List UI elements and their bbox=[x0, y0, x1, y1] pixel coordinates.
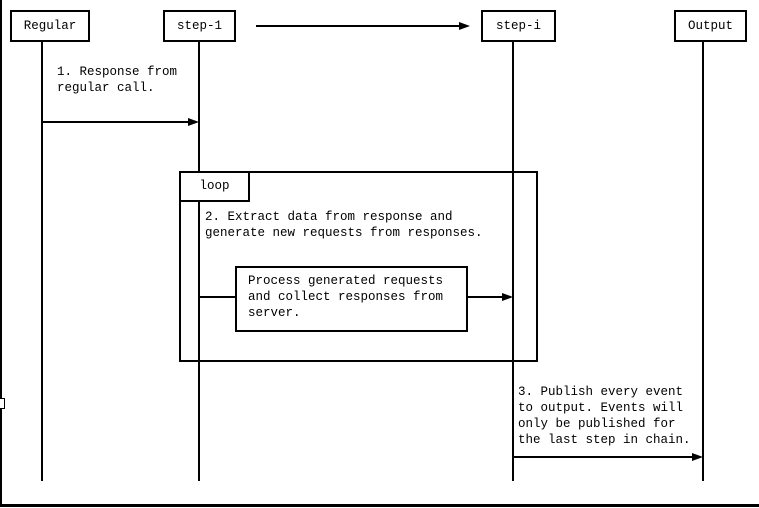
message-3-arrow-line bbox=[514, 456, 692, 458]
left-border-notch bbox=[0, 398, 5, 409]
message-3-label: 3. Publish every event to output. Events… bbox=[518, 385, 691, 447]
message-2-label: 2. Extract data from response and genera… bbox=[205, 210, 483, 240]
message-1-arrow-head-icon bbox=[188, 118, 199, 126]
message-1-arrow-line bbox=[43, 121, 188, 123]
loop-operator-label: loop bbox=[179, 171, 250, 202]
actor-box-output: Output bbox=[674, 10, 747, 42]
process-arrow-head-icon bbox=[502, 293, 513, 301]
process-connector-right bbox=[466, 296, 502, 298]
lifeline-output bbox=[702, 42, 704, 481]
process-requests-box: Process generated requests and collect r… bbox=[235, 266, 468, 332]
lifeline-regular bbox=[41, 42, 43, 481]
message-1-label: 1. Response from regular call. bbox=[57, 65, 178, 95]
lifeline-step-i bbox=[512, 42, 514, 481]
bottom-border-line bbox=[0, 504, 759, 507]
actor-box-step-i: step-i bbox=[481, 10, 556, 42]
actor-box-step-1: step-1 bbox=[163, 10, 236, 42]
process-connector-left bbox=[200, 296, 235, 298]
left-border-line bbox=[0, 0, 2, 505]
actor-box-regular: Regular bbox=[10, 10, 90, 42]
lifeline-step-1 bbox=[198, 42, 200, 481]
chain-arrow-head-icon bbox=[459, 22, 470, 30]
message-3-arrow-head-icon bbox=[692, 453, 703, 461]
chain-arrow-line bbox=[256, 25, 459, 27]
loop-frame bbox=[179, 171, 538, 362]
